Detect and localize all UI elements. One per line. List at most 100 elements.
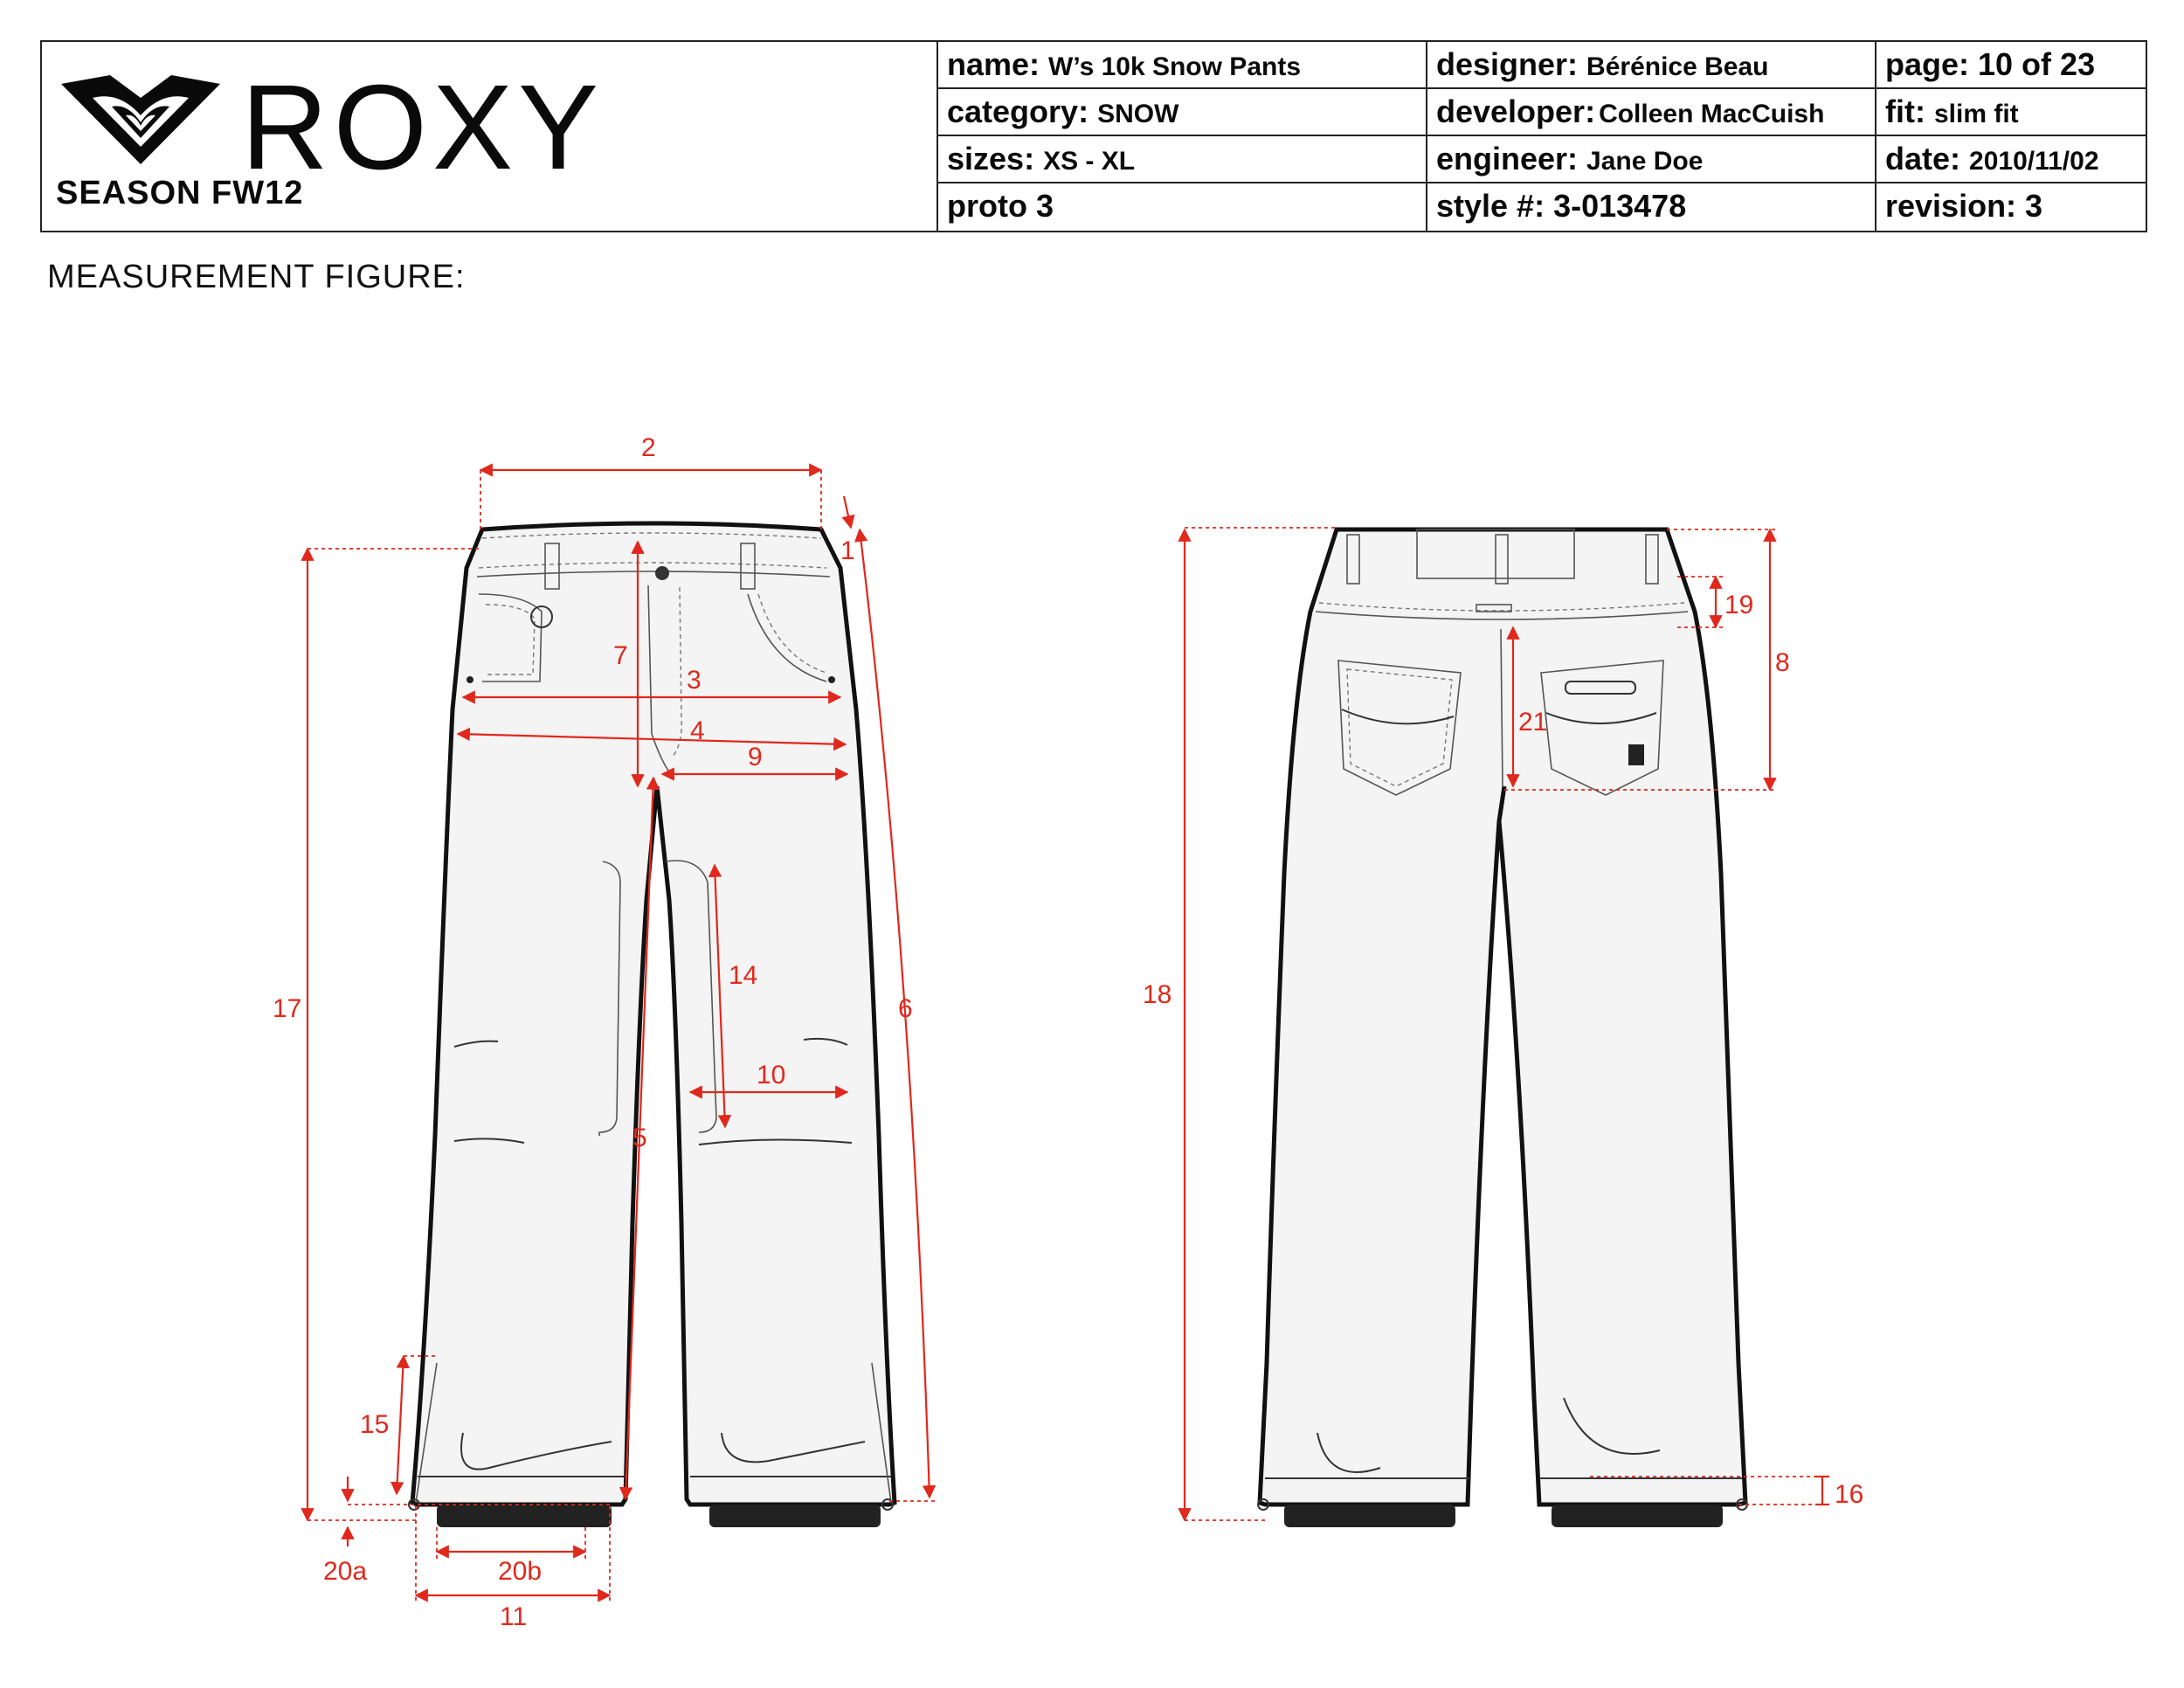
back-pocket-right [1540, 660, 1664, 796]
front-fold-left [460, 1432, 612, 1470]
back-pocket-left-stitch [1346, 668, 1453, 787]
designer-label: designer: [1436, 46, 1579, 82]
measure-line-1 [841, 495, 855, 529]
designer-cell: designer:Bérénice Beau [1427, 42, 1876, 89]
style-label: style #: [1436, 188, 1545, 224]
back-pocket-left [1337, 660, 1462, 796]
measure-label-19: 19 [1724, 591, 1753, 619]
front-measurement-lines [301, 463, 938, 1602]
fit-label: fit: [1885, 93, 1925, 129]
back-belt-loop-1 [1346, 534, 1360, 585]
measure-label-20a: 20a [323, 1557, 367, 1586]
sizes-value: XS - XL [1043, 147, 1136, 176]
rivet-icon-right [828, 676, 835, 683]
measure-line-15 [390, 1354, 410, 1496]
back-fold-right [1563, 1397, 1661, 1455]
name-cell: name: W’s 10k Snow Pants [938, 42, 1427, 89]
season-label: SEASON FW12 [56, 175, 304, 211]
rivet-icon-left [467, 676, 473, 683]
knee-seam-left [598, 861, 621, 1136]
hem-snap-right-icon [881, 1498, 894, 1511]
back-measurement-labels: 18 8 19 21 16 [1143, 591, 1863, 1509]
knee-dart-2 [453, 1138, 525, 1144]
measure-label-16: 16 [1835, 1480, 1863, 1509]
front-snow-gaiter-left [437, 1505, 612, 1527]
knee-dart-3 [803, 1037, 848, 1046]
page-cell: page:10 of 23 [1876, 42, 2146, 89]
front-pocket-right [747, 593, 827, 682]
front-side-zip-left [415, 1362, 438, 1504]
developer-cell: developer:Colleen MacCuish [1427, 89, 1876, 136]
measure-label-11: 11 [500, 1602, 527, 1631]
measure-label-10: 10 [757, 1061, 785, 1090]
measure-label-9: 9 [748, 743, 763, 771]
front-belt-loop-right [740, 543, 756, 590]
date-cell: date:2010/11/02 [1876, 136, 2146, 183]
page-value: 10 of 23 [1978, 46, 2096, 82]
measure-label-20b: 20b [498, 1557, 542, 1586]
back-belt-loop-3 [1645, 534, 1659, 585]
category-value: SNOW [1097, 100, 1179, 128]
front-pocket-stitch-left [485, 604, 536, 675]
figure-title: MEASUREMENT FIGURE: [47, 259, 466, 295]
front-coin-pocket-left [478, 593, 543, 682]
measure-label-8: 8 [1775, 648, 1790, 677]
measure-label-3: 3 [687, 666, 702, 695]
measure-label-17: 17 [273, 994, 301, 1023]
back-label-tab [1476, 604, 1512, 612]
revision-label: revision: [1885, 188, 2017, 224]
measure-label-18: 18 [1143, 980, 1171, 1009]
fit-value: slim fit [1933, 100, 2019, 128]
brand-block: ROXY SEASON FW12 [42, 42, 938, 231]
front-view-pants [408, 521, 897, 1527]
measure-label-7: 7 [613, 641, 628, 670]
engineer-label: engineer: [1436, 141, 1579, 176]
spec-header: ROXY SEASON FW12 name: W’s 10k Snow Pants… [40, 40, 2147, 232]
sizes-label: sizes: [947, 141, 1035, 176]
brand-wordmark: ROXY [241, 60, 605, 195]
revision-value: 3 [2025, 188, 2043, 224]
front-waistband-stitch-bottom [478, 562, 827, 569]
measure-label-5: 5 [632, 1124, 647, 1152]
measure-label-6: 6 [898, 994, 913, 1023]
category-label: category: [947, 93, 1089, 129]
engineer-value: Jane Doe [1586, 147, 1704, 176]
back-belt-loop-2 [1495, 534, 1509, 585]
page-label: page: [1885, 46, 1970, 82]
style-cell: style #:3-013478 [1427, 183, 1876, 231]
key-clip-icon [530, 605, 553, 628]
proto-value: 3 [1035, 188, 1054, 224]
front-waistband-seam [476, 571, 831, 578]
name-label: name: [947, 46, 1040, 82]
engineer-cell: engineer:Jane Doe [1427, 136, 1876, 183]
roxy-heart-logo-icon [61, 75, 220, 164]
front-snow-gaiter-right [709, 1505, 881, 1527]
front-button-icon [655, 566, 669, 580]
back-pocket-patch-icon [1628, 744, 1644, 765]
measure-label-2: 2 [641, 433, 656, 462]
front-waistband-stitch-top [481, 532, 822, 539]
measure-line-4 [456, 727, 847, 751]
back-fold-left [1317, 1432, 1381, 1473]
developer-value: Colleen MacCuish [1599, 100, 1825, 128]
measure-line-6 [854, 528, 936, 1499]
measure-label-14: 14 [729, 961, 757, 990]
knee-dart-1 [453, 1040, 499, 1048]
name-value: W’s 10k Snow Pants [1048, 52, 1302, 81]
sizes-cell: sizes: XS - XL [938, 136, 1427, 183]
front-belt-loop-left [544, 543, 560, 590]
back-snow-gaiter-left [1284, 1505, 1455, 1527]
knee-dart-4 [698, 1138, 853, 1145]
knee-seam-right [665, 860, 717, 1133]
measure-label-15: 15 [360, 1410, 389, 1439]
back-yoke-stitch [1318, 602, 1685, 612]
date-value: 2010/11/02 [1969, 147, 2099, 176]
measure-label-4: 4 [690, 716, 705, 745]
measure-label-21: 21 [1518, 708, 1547, 737]
measure-line-14 [708, 863, 732, 1129]
front-pants-outline [410, 521, 897, 1507]
back-pocket-right-curve [1545, 712, 1657, 724]
back-pants-outline [1257, 527, 1748, 1507]
